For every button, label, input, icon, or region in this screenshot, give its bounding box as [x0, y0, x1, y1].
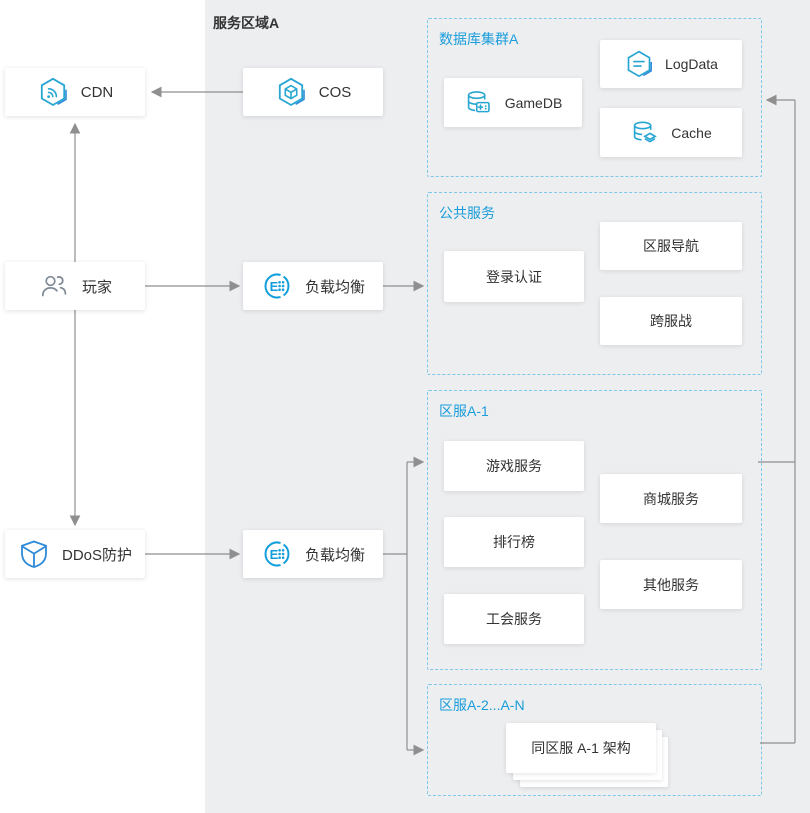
service-box-rank: 排行榜	[444, 517, 584, 567]
service-box-mall: 商城服务	[600, 474, 742, 523]
service-box-cross-server: 跨服战	[600, 297, 742, 345]
svg-text:E: E	[270, 547, 279, 562]
group-public-services-title: 公共服务	[439, 205, 495, 221]
gamedb-icon	[464, 88, 494, 118]
zone-an-card-label: 同区服 A-1 架构	[531, 740, 631, 756]
two-users-icon	[38, 270, 70, 302]
service-box-login: 登录认证	[444, 251, 584, 302]
clb-node-1: E 负载均衡	[243, 262, 383, 310]
service-box-game: 游戏服务	[444, 441, 584, 491]
service-region-label: 服务区域A	[213, 15, 280, 31]
cdn-label: CDN	[80, 83, 114, 101]
service-box-other: 其他服务	[600, 560, 742, 609]
player-label: 玩家	[81, 278, 112, 296]
svg-text:E: E	[270, 279, 279, 294]
game-service-label: 游戏服务	[486, 458, 542, 474]
logdata-icon	[624, 49, 654, 79]
group-zone-an-title: 区服A-2...A-N	[439, 697, 525, 713]
gamedb-label: GameDB	[504, 94, 563, 111]
cos-icon	[275, 76, 307, 108]
group-zone-a1-title: 区服A-1	[439, 403, 489, 419]
cache-icon	[630, 118, 660, 148]
cache-node: Cache	[600, 108, 742, 157]
player-node: 玩家	[5, 262, 145, 310]
gamedb-node: GameDB	[444, 78, 582, 127]
zone-nav-label: 区服导航	[643, 238, 699, 254]
login-label: 登录认证	[486, 268, 542, 285]
cdn-icon	[37, 76, 69, 108]
group-zone-a1: 区服A-1 游戏服务 排行榜 工会服务 商城服务 其他服务	[427, 390, 762, 670]
shield-icon	[18, 538, 50, 570]
group-db-cluster: 数据库集群A GameDB	[427, 18, 762, 177]
group-public-services: 公共服务 登录认证 区服导航 跨服战	[427, 192, 762, 375]
edge-clb2-trunk	[383, 462, 408, 750]
clb-node-2: E 负载均衡	[243, 530, 383, 578]
cross-server-label: 跨服战	[650, 313, 692, 329]
clb1-label: 负载均衡	[304, 278, 365, 296]
load-balancer-icon: E	[261, 538, 293, 570]
ddos-node: DDoS防护	[5, 530, 145, 578]
logdata-label: LogData	[665, 56, 718, 72]
ddos-label: DDoS防护	[61, 546, 132, 564]
service-box-guild: 工会服务	[444, 594, 584, 644]
other-label: 其他服务	[643, 576, 699, 593]
cos-label: COS	[318, 83, 352, 101]
service-box-zone-nav: 区服导航	[600, 222, 742, 270]
rank-label: 排行榜	[493, 534, 535, 550]
logdata-node: LogData	[600, 40, 742, 88]
cache-label: Cache	[671, 124, 712, 141]
group-zone-an: 区服A-2...A-N 同区服 A-1 架构	[427, 684, 762, 796]
load-balancer-icon: E	[261, 270, 293, 302]
clb2-label: 负载均衡	[304, 546, 365, 564]
edge-right-trunk	[758, 100, 796, 744]
cdn-node: CDN	[5, 68, 145, 116]
group-db-cluster-title: 数据库集群A	[439, 31, 519, 47]
mall-label: 商城服务	[643, 490, 699, 507]
zone-an-card: 同区服 A-1 架构	[506, 723, 656, 773]
cos-node: COS	[243, 68, 383, 116]
guild-label: 工会服务	[486, 611, 542, 627]
